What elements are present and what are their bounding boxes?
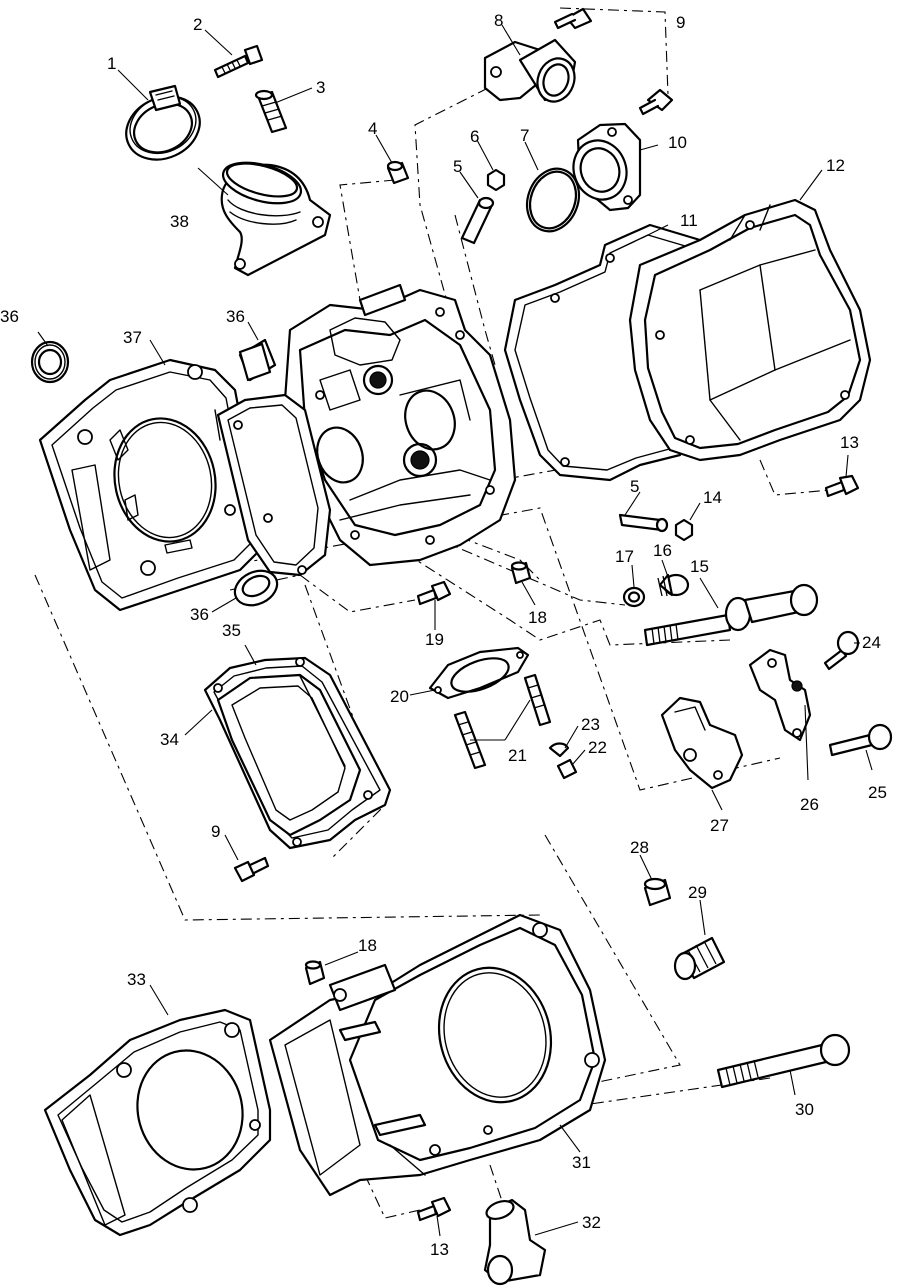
dowel-18-lower (304, 960, 326, 986)
seal-36-lower (233, 569, 279, 607)
callout-4: 4 (368, 119, 377, 138)
fitting-29 (673, 936, 726, 981)
callout-11: 11 (680, 211, 698, 230)
bolt-13-right (824, 474, 860, 498)
callout-12: 12 (826, 156, 845, 175)
callout-25: 25 (868, 783, 887, 802)
leader-lines (37, 24, 873, 1237)
callout-37: 37 (123, 328, 142, 347)
dowel-28 (643, 877, 672, 907)
callout-6: 6 (470, 127, 479, 146)
callout-8: 8 (494, 11, 503, 30)
callout-7: 7 (520, 126, 529, 145)
callout-14: 14 (703, 488, 722, 507)
callout-17: 17 (615, 547, 634, 566)
pin-5-right (618, 513, 669, 533)
callout-34: 34 (160, 730, 179, 749)
callout-13-right: 13 (840, 433, 859, 452)
callout-30: 30 (795, 1100, 814, 1119)
dowel-36-upper (238, 342, 272, 382)
callout-9-lower: 9 (211, 822, 220, 841)
seal-36-left (30, 340, 70, 384)
callout-3: 3 (316, 78, 325, 97)
callout-36-lower: 36 (190, 605, 209, 624)
callout-18-center: 18 (528, 608, 547, 627)
callout-9-top: 9 (676, 13, 685, 32)
callout-27: 27 (710, 816, 729, 835)
valve-cover-12 (628, 198, 872, 462)
callout-18-lower: 18 (358, 936, 377, 955)
bolt-9-lower (233, 856, 270, 883)
bracket-27 (660, 696, 744, 790)
callout-38: 38 (170, 212, 189, 231)
clamp-part (125, 84, 201, 161)
callout-labels: 1 2 3 4 5 5 6 7 8 9 9 10 11 12 13 13 14 … (0, 11, 887, 1259)
callout-2: 2 (193, 15, 202, 34)
callout-36-left: 36 (0, 307, 19, 326)
bolt-9-top (553, 7, 674, 116)
fitting-16 (657, 573, 690, 597)
callout-32: 32 (582, 1213, 601, 1232)
bolt-13-lower (416, 1196, 452, 1222)
callout-21: 21 (508, 746, 527, 765)
dowel-18-center (510, 561, 532, 585)
thermostat-housing-10 (572, 122, 642, 212)
callout-20: 20 (390, 687, 409, 706)
callout-31: 31 (572, 1153, 591, 1172)
dowel-4 (386, 160, 410, 185)
callout-10: 10 (668, 133, 687, 152)
callout-15: 15 (690, 557, 709, 576)
nut-6 (486, 168, 506, 192)
washer-17 (622, 586, 646, 608)
o-ring-7 (525, 167, 581, 233)
callout-5-top: 5 (453, 157, 462, 176)
callout-16: 16 (653, 541, 672, 560)
bolt-15 (643, 583, 819, 647)
callout-24: 24 (862, 633, 881, 652)
callout-36-upper: 36 (226, 307, 245, 326)
head-side-gasket (216, 393, 332, 577)
bolt-19 (416, 580, 452, 606)
callout-35: 35 (222, 621, 241, 640)
nut-14 (674, 518, 694, 542)
head-gasket-37 (38, 358, 267, 612)
callout-22: 22 (588, 738, 607, 757)
stud-3 (254, 89, 288, 134)
bolt-2 (213, 44, 264, 79)
callout-23: 23 (581, 715, 600, 734)
callout-19: 19 (425, 630, 444, 649)
cylinder-31 (268, 913, 607, 1197)
bolt-25 (828, 723, 893, 757)
callout-5-right: 5 (630, 477, 639, 496)
bolt-30 (716, 1033, 851, 1089)
callout-33: 33 (127, 970, 146, 989)
part-22 (556, 758, 578, 780)
callout-28: 28 (630, 838, 649, 857)
pin-5-top (460, 196, 495, 245)
side-cover-34 (216, 673, 362, 837)
gasket-20 (428, 646, 530, 700)
callout-1: 1 (107, 54, 116, 73)
callout-13-lower: 13 (430, 1240, 449, 1259)
water-elbow-8 (483, 38, 577, 103)
base-gasket-33 (43, 1008, 272, 1237)
bracket-26 (748, 648, 812, 742)
callout-26: 26 (800, 795, 819, 814)
stud-21-b (523, 673, 552, 727)
intake-boot-38 (220, 161, 332, 277)
elbow-32 (483, 1198, 547, 1286)
bolt-24 (823, 630, 860, 671)
clip-23 (548, 742, 570, 758)
callout-29: 29 (688, 883, 707, 902)
